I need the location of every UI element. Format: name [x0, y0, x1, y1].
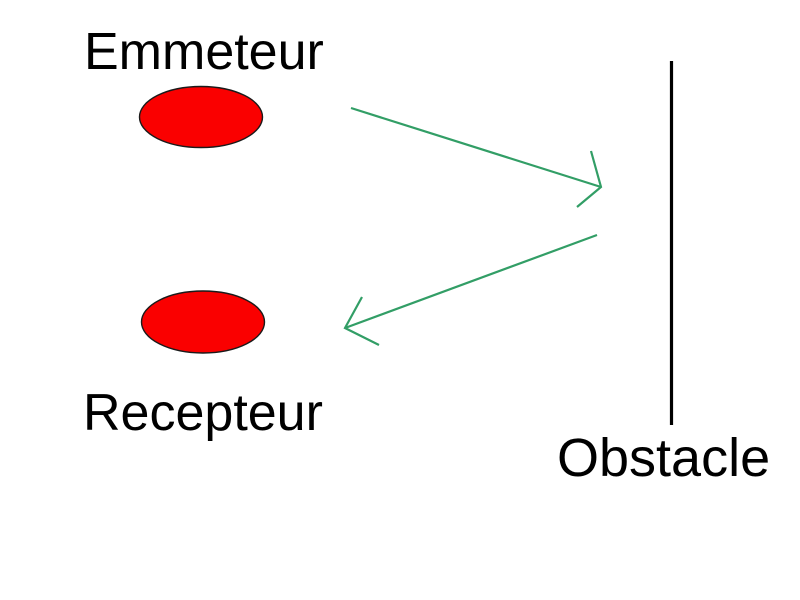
- obstacle-label: Obstacle: [557, 428, 771, 488]
- receiver-ellipse: [140, 290, 266, 354]
- emitter-ellipse: [138, 85, 264, 149]
- receiver-label: Recepteur: [83, 384, 323, 442]
- emitter-label: Emmeteur: [84, 23, 324, 81]
- arrow-emitter-to-obstacle: [350, 106, 603, 208]
- arrow-obstacle-to-receiver: [343, 233, 598, 346]
